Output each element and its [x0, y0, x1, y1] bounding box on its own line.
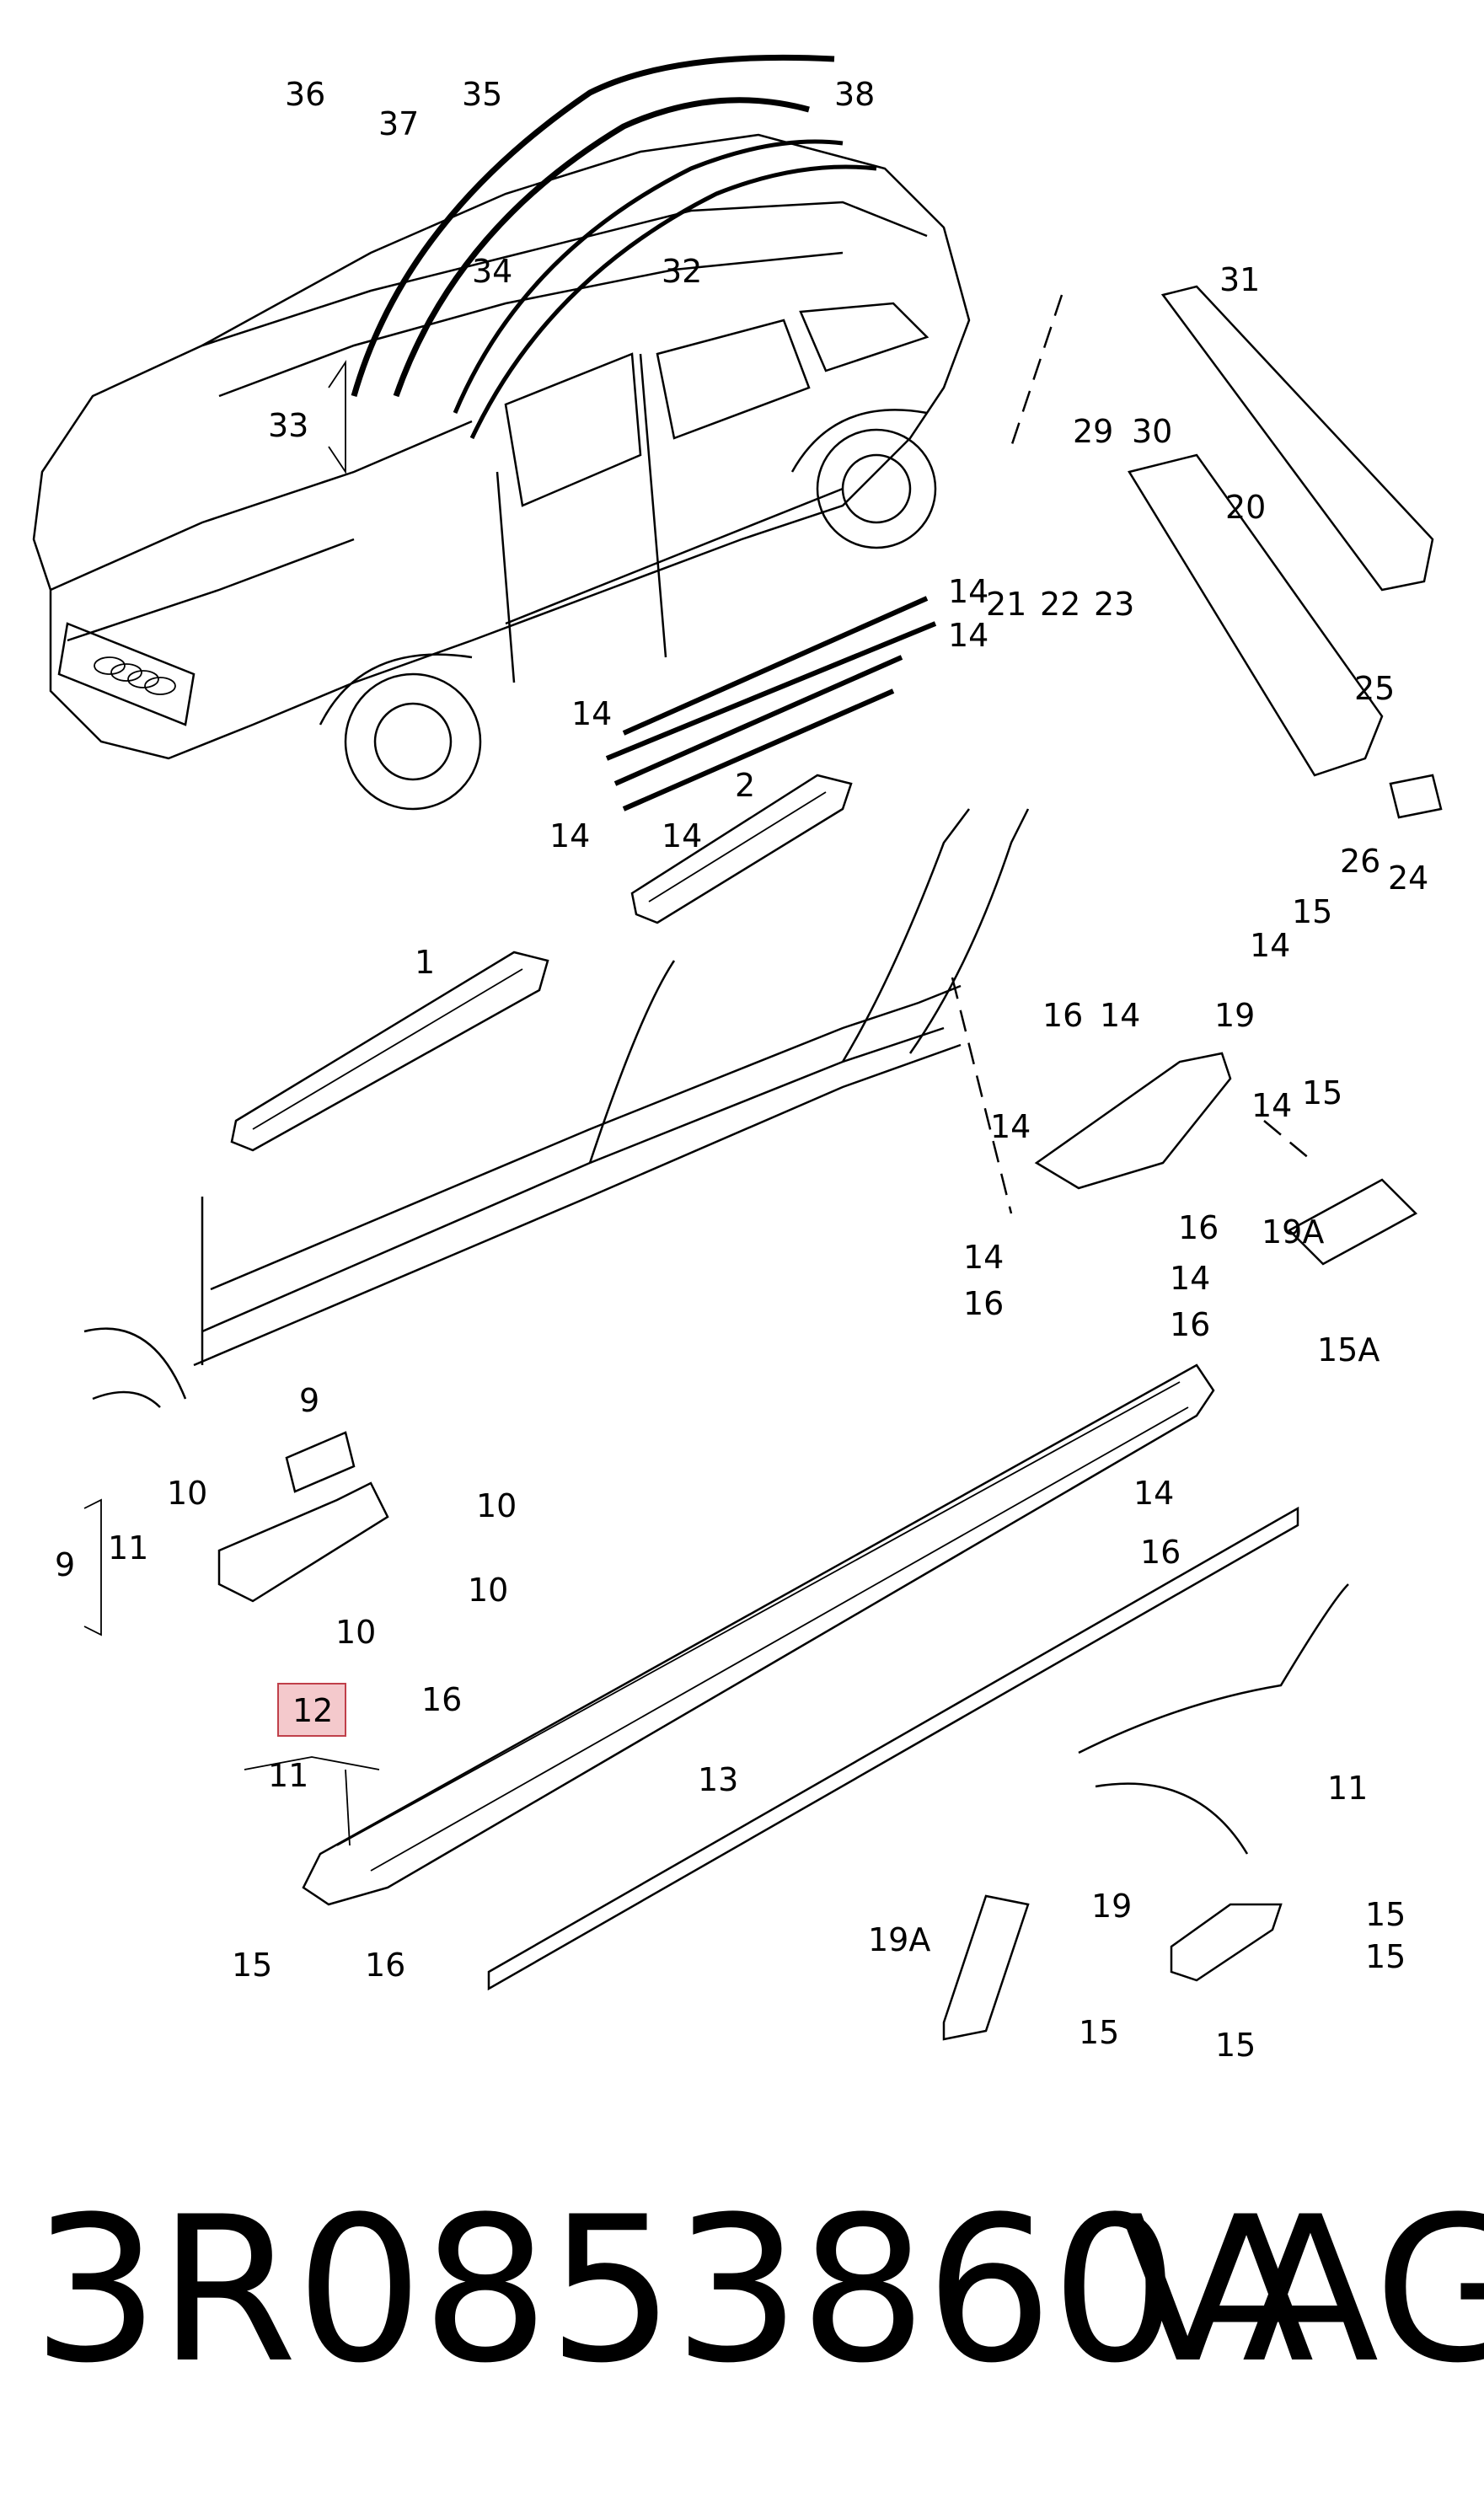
roof-strips	[351, 54, 877, 440]
callout-35: 35	[462, 76, 502, 113]
callout-16-b: 16	[1178, 1209, 1219, 1246]
callout-15-g: 15	[1215, 2027, 1256, 2064]
part-number: 3R0853860A	[32, 2174, 1315, 2408]
callout-14-a: 14	[1250, 927, 1290, 964]
callout-15-c: 15	[1365, 1896, 1406, 1933]
callout-3: 14	[662, 817, 702, 854]
callout-8: 9	[55, 1546, 75, 1583]
callout-20: 20	[1225, 489, 1266, 526]
callout-14-b: 14	[1100, 997, 1140, 1034]
brand-label: VAG	[1119, 2174, 1484, 2408]
callout-15-d: 15	[232, 1947, 272, 1984]
callout-22: 22	[1040, 586, 1080, 623]
callout-21: 21	[986, 586, 1026, 623]
callout-13: 13	[698, 1761, 738, 1798]
callout-15-f: 15	[1079, 2014, 1119, 2051]
callout-16-d: 16	[1170, 1306, 1210, 1343]
callout-17: 19	[1214, 997, 1255, 1034]
callout-15-b: 15	[1302, 1074, 1342, 1111]
callout-31: 31	[1219, 261, 1260, 298]
callout-14-f: 14	[1170, 1260, 1210, 1297]
callout-29: 29	[1073, 413, 1113, 450]
callout-16-a: 16	[1042, 997, 1083, 1034]
callout-15A: 15A	[1317, 1331, 1380, 1369]
callout-14-c: 14	[1251, 1087, 1292, 1124]
callout-34: 34	[472, 253, 512, 290]
callout-16-e: 16	[1140, 1534, 1181, 1571]
callout-11-b: 11	[268, 1757, 308, 1794]
callout-11-a: 11	[108, 1529, 148, 1567]
callout-14-g: 14	[1133, 1475, 1174, 1512]
callout-16-c: 16	[963, 1285, 1004, 1322]
callout-12-highlight: 12	[277, 1683, 346, 1737]
callout-16-f: 16	[421, 1681, 462, 1718]
callout-38: 38	[834, 76, 875, 113]
callout-5: 14	[549, 817, 590, 854]
callout-15-a: 15	[1292, 893, 1332, 930]
callout-25: 25	[1354, 670, 1395, 707]
callout-18: 19A	[1262, 1213, 1324, 1251]
callout-26: 26	[1340, 843, 1380, 880]
callout-36: 36	[285, 76, 325, 113]
sill-trim-1	[230, 951, 549, 1152]
callout-19: 19	[1091, 1888, 1132, 1925]
callout-12: 12	[292, 1692, 333, 1729]
car-illustration	[32, 133, 971, 811]
bracket-8	[217, 1431, 389, 1603]
sill-trim-2	[630, 774, 853, 924]
callout-23: 23	[1094, 586, 1134, 623]
callout-14-d: 14	[990, 1108, 1031, 1145]
callout-9-a: 9	[299, 1382, 319, 1419]
callout-11-c: 11	[1327, 1770, 1368, 1807]
callout-10-a: 10	[476, 1487, 517, 1524]
callout-2: 2	[735, 767, 755, 804]
callout-15-e: 15	[1365, 1938, 1406, 1975]
callout-19A: 19A	[868, 1921, 930, 1958]
callout-30: 30	[1132, 413, 1172, 450]
callout-1: 1	[415, 944, 435, 981]
callout-16-g: 16	[365, 1947, 405, 1984]
callout-10-b: 10	[468, 1572, 508, 1609]
callout-7: 14	[948, 573, 988, 610]
callout-6: 14	[571, 695, 612, 732]
callout-24: 24	[1388, 860, 1428, 897]
callout-32: 32	[662, 253, 702, 290]
callout-37: 37	[378, 105, 419, 142]
callout-9-b: 10	[167, 1475, 207, 1512]
side-sill-13	[302, 1363, 1215, 1906]
callout-labels: 36 37 35 38 34 32 31 33 29 30 20 14 21 2…	[55, 76, 1428, 2064]
callout-33: 33	[268, 407, 308, 444]
callout-14-e: 14	[963, 1239, 1004, 1276]
callout-4: 14	[948, 617, 988, 654]
lower-body	[83, 808, 1030, 1408]
callout-10-c: 10	[335, 1614, 376, 1651]
